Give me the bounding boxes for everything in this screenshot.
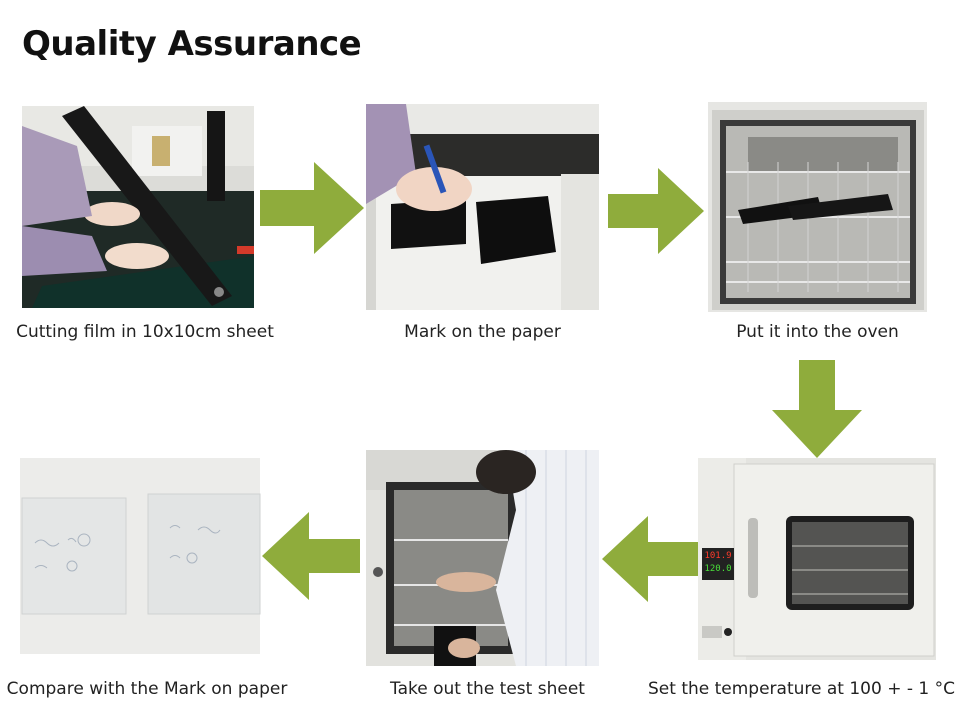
step-caption: Take out the test sheet bbox=[390, 679, 585, 699]
step-caption: Set the temperature at 100 + - 1 °C bbox=[648, 679, 955, 699]
arrow-down-icon bbox=[772, 360, 862, 458]
photo-mark-on-paper bbox=[366, 104, 599, 310]
arrow-left-icon bbox=[602, 516, 698, 602]
temperature-display-bottom: 120.0 bbox=[704, 564, 732, 574]
arrow-left-icon bbox=[262, 512, 360, 600]
step-caption: Cutting film in 10x10cm sheet bbox=[16, 322, 274, 342]
photo-compare-mark bbox=[20, 458, 261, 654]
page-title: Quality Assurance bbox=[22, 24, 362, 64]
step-caption: Put it into the oven bbox=[736, 322, 899, 342]
cutting-film-illustration bbox=[22, 106, 254, 308]
taking-out-sheet-illustration bbox=[366, 450, 599, 666]
oven-front-illustration bbox=[698, 458, 936, 660]
arrow-right-icon bbox=[608, 168, 704, 254]
photo-put-into-oven bbox=[708, 102, 927, 312]
arrow-right-icon bbox=[260, 162, 364, 254]
step-caption: Mark on the paper bbox=[404, 322, 561, 342]
compare-sheets-illustration bbox=[20, 458, 261, 654]
oven-loading-illustration bbox=[708, 102, 927, 312]
photo-set-temperature bbox=[698, 458, 936, 660]
mark-on-paper-illustration bbox=[366, 104, 599, 310]
photo-take-out-sheet bbox=[366, 450, 599, 666]
temperature-display-top: 101.9 bbox=[704, 551, 732, 561]
step-caption: Compare with the Mark on paper bbox=[6, 679, 288, 699]
photo-cutting-film bbox=[22, 106, 254, 308]
